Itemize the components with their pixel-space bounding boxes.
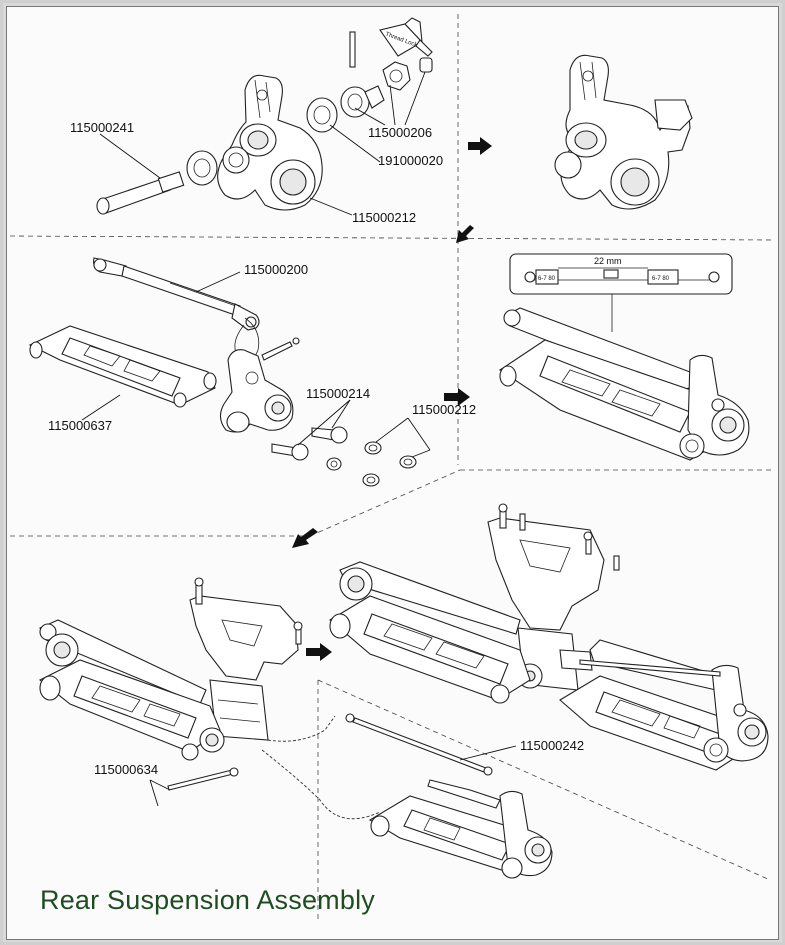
assembly-title: Rear Suspension Assembly bbox=[40, 885, 375, 915]
label-115000634: 115000634 bbox=[94, 762, 158, 777]
label-115000206: 115000206 bbox=[368, 125, 432, 140]
label-115000637: 115000637 bbox=[48, 418, 112, 433]
arrow-step4-to-step5 bbox=[292, 528, 318, 548]
turnbuckle-mark-right: 6-7 80 bbox=[652, 276, 670, 282]
arrow-step2-to-step3 bbox=[456, 225, 474, 243]
left-arm-assembly bbox=[38, 619, 225, 761]
assembled-arm bbox=[499, 307, 750, 461]
thread-lock-bottle: Thread Lock bbox=[379, 17, 433, 57]
turnbuckle bbox=[93, 257, 260, 331]
hinge-pin-loose bbox=[167, 767, 239, 791]
label-115000241: 115000241 bbox=[70, 120, 134, 135]
loose-arm bbox=[368, 779, 553, 879]
label-191000020: 191000020 bbox=[378, 153, 443, 168]
hub-nut-parts bbox=[340, 31, 433, 118]
completed-shock-tower bbox=[487, 503, 620, 631]
bearing-left bbox=[186, 150, 218, 186]
dimension-callout: 22 mm 6-7 80 6-7 80 bbox=[509, 253, 733, 332]
arrow-step5-to-step6 bbox=[306, 643, 332, 661]
arrow-step1-to-step2 bbox=[468, 137, 492, 155]
hub-carrier-small bbox=[219, 337, 300, 433]
label-115000242: 115000242 bbox=[520, 738, 584, 753]
arrow-step3-to-step4 bbox=[444, 388, 470, 406]
step-6-completed bbox=[329, 503, 769, 771]
step-4-arm-assembled: 22 mm 6-7 80 6-7 80 bbox=[499, 253, 750, 461]
label-115000212-carrier: 115000212 bbox=[352, 210, 416, 225]
step-2-hub-carrier-assembled bbox=[554, 54, 693, 210]
completed-left-arm bbox=[329, 561, 531, 704]
label-115000214: 115000214 bbox=[306, 386, 370, 401]
shock-tower bbox=[189, 577, 303, 681]
label-115000212-nuts: 115000212 bbox=[412, 402, 476, 417]
lower-arm bbox=[28, 325, 217, 408]
bearing-right bbox=[306, 97, 338, 133]
step-3-arm-parts: 115000200 115000637 bbox=[28, 257, 476, 487]
completed-right-arm bbox=[559, 639, 769, 771]
long-hinge-pin bbox=[345, 713, 493, 776]
step-1-hub-carrier-parts: Thread Lock 115000241 115000206 19100002… bbox=[70, 17, 443, 225]
hub-axle bbox=[96, 171, 185, 215]
label-115000200: 115000200 bbox=[244, 262, 308, 277]
step-5-mount-to-bulkhead: 115000634 115000242 bbox=[38, 577, 584, 879]
nuts bbox=[326, 441, 417, 487]
ball-studs bbox=[271, 426, 348, 461]
turnbuckle-mark-left: 6-7 80 bbox=[538, 276, 556, 282]
hub-carrier bbox=[217, 74, 323, 211]
dimension-22mm: 22 mm bbox=[594, 256, 622, 266]
